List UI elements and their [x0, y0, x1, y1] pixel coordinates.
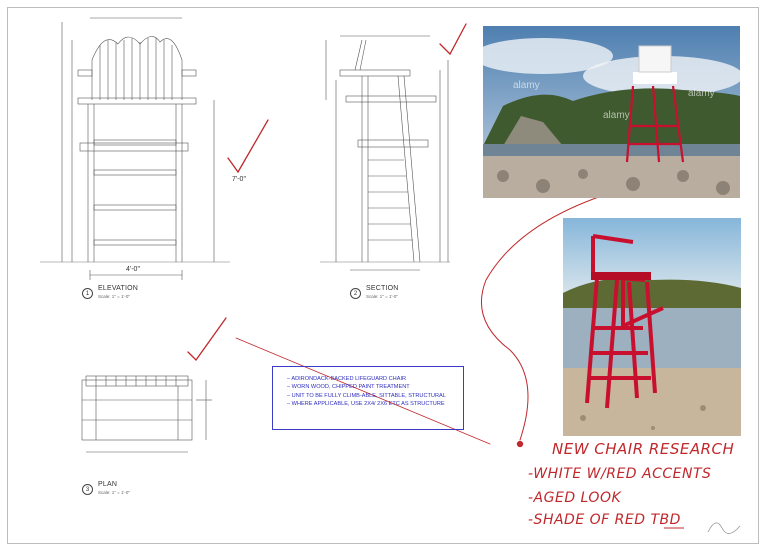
leader-line — [235, 337, 491, 445]
elevation-height-dim: 7'-0" — [232, 176, 246, 183]
reference-photo-white-chair: alamy alamy alamy — [483, 26, 740, 198]
elevation-drawing — [40, 17, 230, 280]
plan-drawing — [81, 375, 212, 453]
reference-photo-red-chair — [563, 218, 741, 436]
handwritten-item: -AGED LOOK — [528, 490, 622, 506]
view-number-1: 1 — [82, 288, 93, 299]
checkmark-plan — [187, 317, 227, 362]
sheet-border — [7, 7, 759, 544]
photo-watermark: alamy — [603, 110, 630, 121]
view-number-3: 3 — [82, 484, 93, 495]
section-drawing — [320, 35, 450, 271]
photo-watermark: alamy — [513, 80, 540, 91]
photo-watermark: alamy — [688, 88, 715, 99]
view-title-section: SECTION — [366, 285, 399, 292]
handwritten-item: -SHADE OF RED TBD — [528, 512, 681, 528]
view-scale-elevation: Scale: 1" = 1'-0" — [98, 294, 130, 299]
handwritten-item: -WHITE W/RED ACCENTS — [528, 466, 712, 482]
note-line: – ADIRONDACK-BACKED LIFEGUARD CHAIR — [287, 376, 407, 382]
note-line: – UNIT TO BE FULLY CLIMB-ABLE, SITTABLE,… — [287, 392, 446, 399]
view-title-plan: PLAN — [98, 481, 118, 488]
note-line: – WHERE APPLICABLE, USE 2X4/ 2X6 ETC AS … — [287, 401, 445, 408]
view-title-elevation: ELEVATION — [98, 285, 139, 292]
note-line: – WORN WOOD, CHIPPED PAINT TREATMENT — [287, 384, 410, 391]
view-scale-section: Scale: 1" = 1'-0" — [366, 294, 398, 299]
elevation-width-dim: 4'-0" — [126, 266, 140, 273]
view-scale-plan: Scale: 1" = 1'-0" — [98, 490, 130, 495]
notes-box: – ADIRONDACK-BACKED LIFEGUARD CHAIR – WO… — [272, 366, 464, 430]
view-number-2: 2 — [350, 288, 361, 299]
handwritten-heading: NEW CHAIR RESEARCH — [552, 440, 735, 458]
checkmark-elevation — [227, 119, 269, 174]
checkmark-section — [439, 23, 467, 56]
